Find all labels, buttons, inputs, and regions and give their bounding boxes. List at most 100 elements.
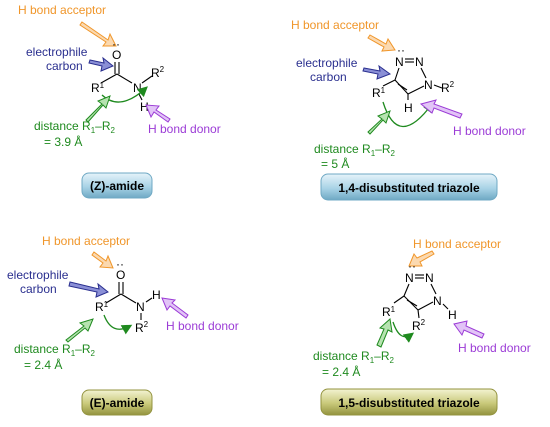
t15-n2: N	[425, 271, 434, 285]
t15-r1: R1	[382, 305, 396, 319]
t14-n2n1-bond	[420, 67, 427, 79]
panel-e-amide: H bond acceptor electrophile carbon ·· O…	[7, 234, 239, 416]
t15-distance-value: = 2.4 Å	[322, 364, 360, 379]
z-cr1-bond	[100, 73, 118, 84]
panel-triazole-15: H bond acceptor ·· N N N R1 R2 H H bond …	[313, 237, 531, 416]
t15-r2: R2	[412, 318, 426, 333]
t14-title: 1,4-disubstituted triazole	[338, 181, 480, 195]
z-donor-arrow	[145, 104, 171, 123]
e-oxygen: O	[116, 268, 125, 282]
t15-c5n1-bond	[417, 301, 434, 311]
z-nr2-bond	[141, 75, 153, 84]
e-cr1-bond	[105, 293, 122, 304]
t15-title: 1,5-disubstituted triazole	[338, 396, 480, 410]
t15-lone-pair: ··	[408, 259, 416, 273]
t14-acceptor-arrow	[367, 34, 396, 52]
t14-c5n1-bond	[407, 85, 425, 95]
e-acceptor-label: H bond acceptor	[42, 234, 130, 248]
e-distance-label: distance R1–R2	[14, 342, 96, 358]
e-lone-pair: ··	[116, 257, 124, 271]
t15-hydrogen: H	[448, 308, 457, 322]
e-title: (E)-amide	[90, 396, 145, 410]
e-nh-bond	[145, 297, 153, 303]
t14-donor-label: H bond donor	[453, 124, 526, 138]
t14-c4c5-double	[397, 83, 408, 91]
e-r1: R1	[95, 300, 109, 314]
t15-acceptor-arrow	[408, 250, 435, 267]
t14-electrophile-label-2: carbon	[310, 70, 347, 84]
z-distance-label: distance R1–R2	[34, 119, 116, 135]
z-hydrogen: H	[140, 100, 149, 114]
t14-r2: R2	[441, 80, 455, 95]
e-distance-value: = 2.4 Å	[24, 357, 62, 372]
z-cn-bond	[116, 73, 133, 84]
t14-hydrogen: H	[404, 101, 413, 115]
z-title-pill	[81, 172, 153, 199]
z-acceptor-arrow	[79, 21, 117, 47]
t14-n1r2-bond	[433, 84, 443, 89]
z-electrophile-label-2: carbon	[46, 59, 83, 73]
t14-r1: R1	[372, 86, 386, 100]
t15-n3: N	[405, 271, 414, 285]
t15-c4c5-double	[406, 299, 418, 307]
z-distance-curve	[101, 86, 148, 103]
t14-n1: N	[424, 78, 433, 92]
z-acceptor-label: H bond acceptor	[18, 3, 106, 17]
z-donor-label: H bond donor	[148, 122, 221, 136]
t15-c4r1-bond	[393, 295, 405, 304]
t14-acceptor-label: H bond acceptor	[291, 18, 379, 32]
t15-distance-curve	[392, 321, 415, 343]
e-electrophile-label-1: electrophile	[7, 268, 69, 282]
t14-n3: N	[395, 55, 404, 69]
t14-distance-label: distance R1–R2	[314, 142, 396, 158]
e-electrophile-label-2: carbon	[20, 282, 57, 296]
t14-distance-arrow	[367, 110, 391, 135]
t15-n3c4-bond	[403, 283, 410, 297]
t15-donor-arrow	[453, 320, 485, 339]
t15-distance-label: distance R1–R2	[313, 349, 395, 365]
z-electrophile-label-1: electrophile	[26, 45, 88, 59]
z-lone-pair: ··	[112, 37, 120, 51]
t14-title-pill	[320, 173, 498, 201]
t14-electrophile-arrow	[362, 64, 392, 80]
t15-donor-label: H bond donor	[458, 341, 531, 355]
t14-n3c4-bond	[394, 67, 400, 81]
e-title-pill	[81, 389, 153, 416]
t14-distance-value: = 5 Å	[321, 156, 349, 171]
e-nitrogen: N	[136, 300, 145, 314]
t15-n2n1-bond	[430, 283, 437, 295]
t15-c5r2-bond	[417, 309, 420, 319]
t15-distance-arrow	[376, 318, 393, 348]
z-distance-arrow	[85, 95, 111, 123]
z-oxygen: O	[112, 48, 121, 62]
t15-n1: N	[433, 294, 442, 308]
z-r1: R1	[91, 81, 105, 95]
e-acceptor-arrow	[91, 251, 114, 269]
t14-n2: N	[415, 55, 424, 69]
t14-donor-arrow	[419, 99, 463, 119]
e-cn-bond	[120, 293, 137, 304]
t15-title-pill	[320, 388, 498, 416]
panel-triazole-14: H bond acceptor electrophile carbon ·· N…	[291, 18, 526, 201]
e-donor-arrow	[161, 297, 189, 319]
z-distance-value: = 3.9 Å	[44, 134, 82, 149]
z-title: (Z)-amide	[90, 179, 144, 193]
z-r2: R2	[151, 65, 165, 80]
t15-n1h-bond	[442, 303, 449, 310]
e-hydrogen: H	[152, 288, 161, 302]
e-donor-label: H bond donor	[166, 319, 239, 333]
t14-electrophile-label-1: electrophile	[296, 56, 358, 70]
t14-c4c5-bond	[394, 79, 409, 95]
t15-acceptor-label: H bond acceptor	[413, 237, 501, 251]
t14-lone-pair: ··	[397, 43, 405, 57]
t14-c4r1-bond	[382, 79, 396, 87]
e-electrophile-arrow	[68, 281, 109, 298]
e-distance-curve	[103, 314, 133, 335]
e-distance-arrow	[65, 318, 94, 343]
z-electrophile-arrow	[88, 56, 114, 72]
e-r2: R2	[135, 320, 149, 335]
t14-distance-curve	[382, 101, 434, 128]
panel-z-amide: H bond acceptor electrophile carbon ·· O…	[18, 3, 221, 199]
